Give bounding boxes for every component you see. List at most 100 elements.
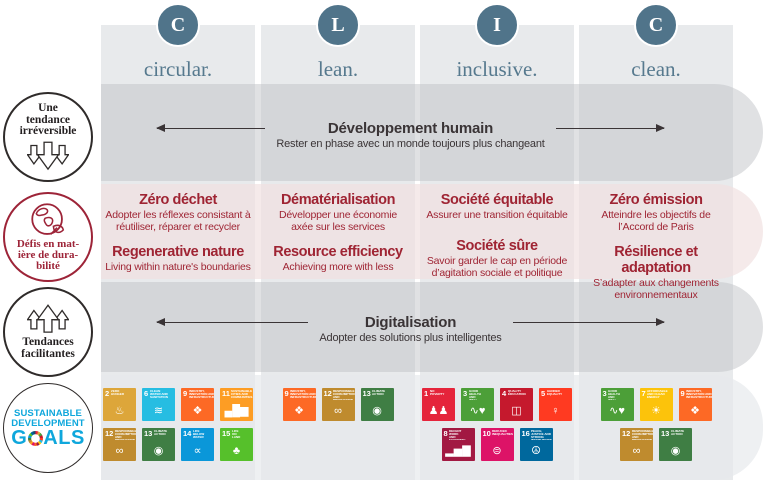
sdg-icon-9: 9Industry, innovation and infrastructure…	[678, 388, 712, 421]
sdg-icon-5: 5Gender equality♀	[539, 388, 572, 421]
challenge-col-clean: Zéro émission Atteindre les objectifs de…	[579, 192, 733, 312]
challenge-desc: Développer une économie axée sur les ser…	[279, 209, 397, 233]
right-arrow-icon	[555, 122, 666, 134]
left-arrow-icon	[155, 316, 309, 328]
sdg-icon-12: 12Responsible consumption and production…	[321, 388, 355, 421]
sdg-icon-12: 12Responsible consumption and production…	[620, 428, 653, 461]
sdg-icon-13: 13Climate action◉	[659, 428, 692, 461]
sdg-icon-9: 9Industry, innovation and infrastructure…	[181, 388, 214, 421]
challenge-item: Société sûre Savoir garder le cap en pér…	[420, 238, 574, 279]
challenge-item: Société équitable Assurer une transition…	[420, 192, 574, 221]
sdg-icon-row: 12Responsible consumption and production…	[579, 428, 733, 461]
sdg-icon-12: 12Responsible consumption and production…	[103, 428, 136, 461]
sdg-icon-4: 4Quality education◫	[500, 388, 533, 421]
challenge-col-lean: Dématérialisation Développer une économi…	[261, 192, 415, 284]
column-label-inclusive: inclusive.	[456, 57, 538, 81]
sdg-icon-10: 10Reduced inequalities⊜	[480, 428, 514, 461]
sdg-icon-3: 3Good health and well-being∿♥	[461, 388, 494, 421]
sdg-icon-1: 1No poverty♟♟	[422, 388, 455, 421]
column-label-clean: clean.	[631, 57, 681, 81]
sdg-icon-11: 11Sustainable cities and communities▄█▆	[220, 388, 253, 421]
column-badge-inclusive: I	[475, 3, 519, 47]
challenge-col-circular: Zéro déchet Adopter les réflexes consist…	[101, 192, 255, 284]
sdg-logo-line1: SUSTAINABLE	[14, 408, 82, 419]
band-sustainability-challenges	[101, 184, 763, 279]
sdg-logo-line2: DEVELOPMENT	[11, 418, 85, 429]
sdg-grid-inclusive: 1No poverty♟♟3Good health and well-being…	[420, 388, 574, 468]
challenge-title: Zéro déchet	[139, 192, 217, 208]
challenge-title: Société sûre	[456, 238, 538, 254]
row-label-enabling-trends: Tendances facilitantes	[3, 287, 93, 377]
sdg-icon-row: 1No poverty♟♟3Good health and well-being…	[420, 388, 574, 421]
sdg-icon-14: 14Life below water∝	[181, 428, 214, 461]
merge-arrows-up-icon	[27, 304, 69, 333]
sdg-icon-row: 9Industry, innovation and infrastructure…	[261, 388, 415, 421]
band-digital-subtitle: Adopter des solutions plus intelligentes	[319, 332, 502, 344]
sdg-icon-6: 6Clean water and sanitation≋	[142, 388, 175, 421]
sdg-icon-3: 3Good health and well-being∿♥	[600, 388, 634, 421]
sdg-icon-2: 2Zero hunger♨	[103, 388, 136, 421]
band-human-development: Développement humain Rester en phase ave…	[101, 84, 763, 181]
sdg-icon-row: 8Decent work and economic growth▂▅▇10Red…	[420, 428, 574, 461]
sdg-icon-15: 15Life on land♣	[220, 428, 253, 461]
band-human-title: Développement humain	[327, 120, 494, 137]
challenge-desc: Achieving more with less	[282, 261, 394, 273]
sdg-logo-goals: G ALS	[11, 427, 85, 449]
badge-letter: I	[493, 13, 501, 36]
challenge-item: Zéro émission Atteindre les objectifs de…	[579, 192, 733, 233]
badge-letter: C	[648, 13, 664, 36]
challenge-desc: Atteindre les objectifs de l’Accord de P…	[601, 209, 711, 233]
sdg-wheel-icon	[27, 430, 43, 446]
sdg-icon-row: 2Zero hunger♨6Clean water and sanitation…	[101, 388, 255, 421]
goals-rest: ALS	[43, 427, 85, 449]
sdg-grid-clean: 3Good health and well-being∿♥7Affordable…	[579, 388, 733, 468]
challenge-desc: Living within nature's boundaries	[105, 261, 251, 273]
challenge-title: Zéro émission	[609, 192, 703, 208]
challenge-item: Résilience et adaptation S’adapter aux c…	[579, 244, 733, 301]
challenge-title: Resource efficiency	[273, 244, 403, 260]
badge-letter: L	[331, 13, 345, 36]
sdg-grid-circular: 2Zero hunger♨6Clean water and sanitation…	[101, 388, 255, 468]
challenge-col-inclusive: Société équitable Assurer une transition…	[420, 192, 574, 290]
challenge-title: Dématérialisation	[280, 192, 396, 208]
challenge-desc: Adopter les réflexes consistant à réutil…	[105, 209, 251, 233]
globe-leaf-icon	[31, 203, 65, 235]
sdg-icon-16: 16Peace, justice and strong institutions…	[519, 428, 553, 461]
merge-arrows-down-icon	[27, 141, 69, 170]
sdg-grid-lean: 9Industry, innovation and infrastructure…	[261, 388, 415, 428]
column-label-lean: lean.	[317, 57, 359, 81]
row-label-sustainability-challenges: Défis en mat- ière de dura- bilité	[3, 192, 93, 282]
challenge-item: Regenerative nature Living within nature…	[101, 244, 255, 273]
challenge-item: Zéro déchet Adopter les réflexes consist…	[101, 192, 255, 233]
column-badge-clean: C	[634, 3, 678, 47]
column-label-circular: circular.	[143, 57, 213, 81]
column-badge-circular: C	[156, 3, 200, 47]
sdg-icon-row: 3Good health and well-being∿♥7Affordable…	[579, 388, 733, 421]
sdg-logo: SUSTAINABLE DEVELOPMENT G ALS	[11, 408, 85, 449]
sdg-icon-row: 12Responsible consumption and production…	[101, 428, 255, 461]
row-label-text: Une tendance irréversible	[19, 102, 77, 138]
sdg-icon-7: 7Affordable and clean energy☀	[639, 388, 673, 421]
right-arrow-icon	[512, 316, 666, 328]
row-label-text: Défis en mat- ière de dura- bilité	[16, 238, 80, 272]
band-digitalisation: Digitalisation Adopter des solutions plu…	[101, 282, 763, 372]
sdg-icon-13: 13Climate action◉	[142, 428, 175, 461]
challenge-title: Société équitable	[440, 192, 554, 208]
sdg-icon-13: 13Climate action◉	[360, 388, 394, 421]
challenge-item: Dématérialisation Développer une économi…	[261, 192, 415, 233]
goals-g: G	[11, 427, 28, 449]
row-label-sdg-logo: SUSTAINABLE DEVELOPMENT G ALS	[3, 383, 93, 473]
badge-letter: C	[170, 13, 186, 36]
left-arrow-icon	[155, 122, 266, 134]
row-label-irreversible-trend: Une tendance irréversible	[3, 92, 93, 182]
sdg-icon-9: 9Industry, innovation and infrastructure…	[282, 388, 316, 421]
band-digital-title: Digitalisation	[364, 314, 457, 331]
challenge-title: Résilience et adaptation	[614, 244, 698, 276]
challenge-item: Resource efficiency Achieving more with …	[261, 244, 415, 273]
row-label-text: Tendances facilitantes	[21, 336, 75, 360]
challenge-title: Regenerative nature	[112, 244, 244, 260]
challenge-desc: S’adapter aux changements environnementa…	[593, 277, 719, 301]
sdg-icon-8: 8Decent work and economic growth▂▅▇	[441, 428, 475, 461]
band-human-subtitle: Rester en phase avec un monde toujours p…	[276, 138, 545, 150]
